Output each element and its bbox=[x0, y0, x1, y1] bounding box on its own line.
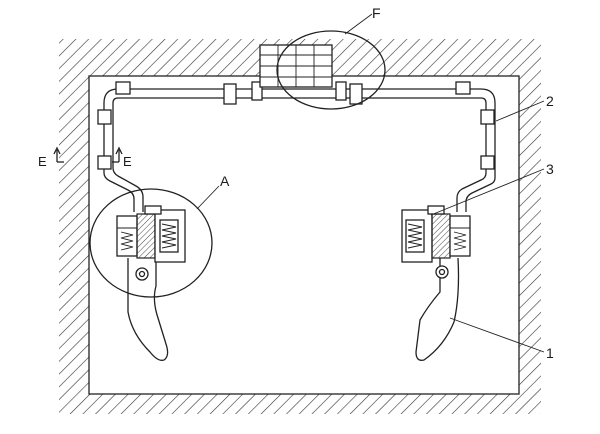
grid-block bbox=[259, 44, 333, 88]
label-f: F bbox=[372, 5, 381, 21]
label-a: A bbox=[220, 173, 230, 189]
label-1: 1 bbox=[546, 345, 554, 361]
leader-lines bbox=[196, 13, 545, 353]
section-marker-left bbox=[53, 146, 64, 163]
section-label-left: E bbox=[38, 154, 47, 169]
label-2: 2 bbox=[546, 93, 554, 109]
section-marker-right bbox=[112, 146, 123, 163]
left-pedal-assembly bbox=[116, 205, 186, 361]
detail-f-circle bbox=[276, 30, 386, 110]
pipe-clamps bbox=[97, 81, 495, 170]
right-pedal-assembly bbox=[401, 205, 471, 361]
detail-a-circle bbox=[89, 188, 213, 298]
pipe-loop bbox=[103, 88, 496, 212]
section-label-right: E bbox=[123, 154, 132, 169]
label-3: 3 bbox=[546, 161, 554, 177]
